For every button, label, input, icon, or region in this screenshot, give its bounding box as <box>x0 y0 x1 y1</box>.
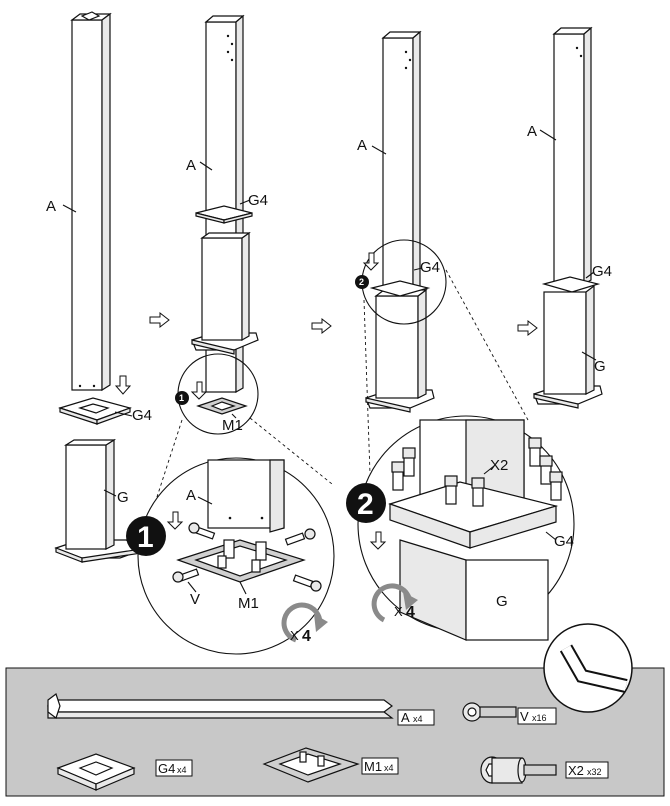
label-m1-small: M1 <box>222 417 243 434</box>
part-a-icon <box>47 693 394 719</box>
label-a-col3: A <box>357 137 367 154</box>
sleeve-g-detail2 <box>399 539 549 641</box>
label-g4-detail2: G4 <box>554 533 574 550</box>
bolt-x2-5 <box>528 437 542 467</box>
label-a-col2: A <box>186 157 196 174</box>
bolt-x2-3 <box>444 475 458 505</box>
parts-g4-code: G4 <box>158 761 175 776</box>
down-arrow-icon <box>369 531 387 550</box>
step1-badge-small: 1 <box>175 391 189 405</box>
down-arrow-icon <box>114 375 132 395</box>
label-g4-col2: G4 <box>248 192 268 209</box>
part-m1-icon <box>262 747 360 783</box>
parts-m1-qty: x4 <box>384 763 394 773</box>
rotate-count-1: 4 <box>302 628 311 645</box>
label-a-col1: A <box>46 198 56 215</box>
svg-text:1: 1 <box>137 521 154 554</box>
part-x2-icon <box>480 756 557 784</box>
step2-badge: 2 <box>346 483 386 523</box>
parts-x2-qty: x32 <box>587 767 602 777</box>
mount-m1-small <box>196 397 248 415</box>
step1-badge: 1 <box>126 516 166 556</box>
bracket-g4-col1 <box>57 397 132 425</box>
right-arrow-icon <box>149 311 170 329</box>
bolt-v-3 <box>172 568 200 583</box>
bolt-v-1 <box>188 522 216 540</box>
rotate-arrow-icon <box>371 583 418 623</box>
svg-text:1: 1 <box>179 393 184 403</box>
right-arrow-icon <box>311 317 332 335</box>
post-a-col1 <box>70 11 112 392</box>
down-arrow-icon <box>166 511 184 530</box>
post-a-col4 <box>552 26 593 286</box>
bolt-v-4 <box>292 574 322 592</box>
sleeve-g-col2 <box>191 231 259 355</box>
bolt-x2-4 <box>471 477 485 507</box>
parts-m1-code: M1 <box>364 759 382 774</box>
label-a-detail1: A <box>186 487 196 504</box>
bolt-x2-7 <box>549 471 563 501</box>
right-arrow-icon <box>517 319 538 337</box>
label-g4-col1: G4 <box>132 407 152 424</box>
parts-g4-qty: x4 <box>177 765 187 775</box>
label-g4-col4: G4 <box>592 263 612 280</box>
mount-m1-large <box>176 539 306 583</box>
sleeve-g-col1 <box>54 438 150 563</box>
svg-text:2: 2 <box>359 277 364 287</box>
step2-badge-small: 2 <box>355 275 369 289</box>
rotate-arrow-icon <box>281 602 328 643</box>
down-arrow-icon <box>190 381 208 400</box>
bolt-x2-2 <box>402 447 416 477</box>
parts-x2-code: X2 <box>568 763 584 778</box>
post-a-detail1 <box>207 459 285 533</box>
parts-v-qty: x16 <box>532 713 547 723</box>
label-x2: X2 <box>490 457 508 474</box>
parts-v-code: V <box>520 709 529 724</box>
label-g-detail2: G <box>496 593 508 610</box>
part-v-icon <box>462 702 517 722</box>
label-a-col4: A <box>527 123 537 140</box>
svg-text:2: 2 <box>357 488 374 521</box>
rotate-count-2: 4 <box>406 604 415 621</box>
rotate-times-1: X <box>290 628 299 643</box>
label-g4-col3: G4 <box>420 259 440 276</box>
sleeve-g-col4 <box>533 284 603 409</box>
bracket-g4-detail2 <box>388 481 559 549</box>
bolt-v-2 <box>284 528 316 546</box>
label-m1-detail: M1 <box>238 595 259 612</box>
bracket-g4-col3 <box>369 280 431 297</box>
hex-key-icon <box>543 623 633 713</box>
label-v: V <box>190 591 200 608</box>
post-a-col3 <box>381 30 422 318</box>
bracket-g4-col4 <box>541 276 601 293</box>
label-g-col1: G <box>117 489 129 506</box>
label-g-col4: G <box>594 358 606 375</box>
down-arrow-icon <box>362 252 380 271</box>
bolt-x2-1 <box>391 461 405 491</box>
sleeve-g-col3 <box>365 288 435 413</box>
part-g4-icon <box>56 753 136 791</box>
detail-circle-step1-large <box>137 457 335 655</box>
parts-a-code: A <box>401 710 410 725</box>
parts-a-qty: x4 <box>413 714 423 724</box>
bracket-g4-col2 <box>195 205 253 224</box>
rotate-times-2: X <box>394 604 403 619</box>
